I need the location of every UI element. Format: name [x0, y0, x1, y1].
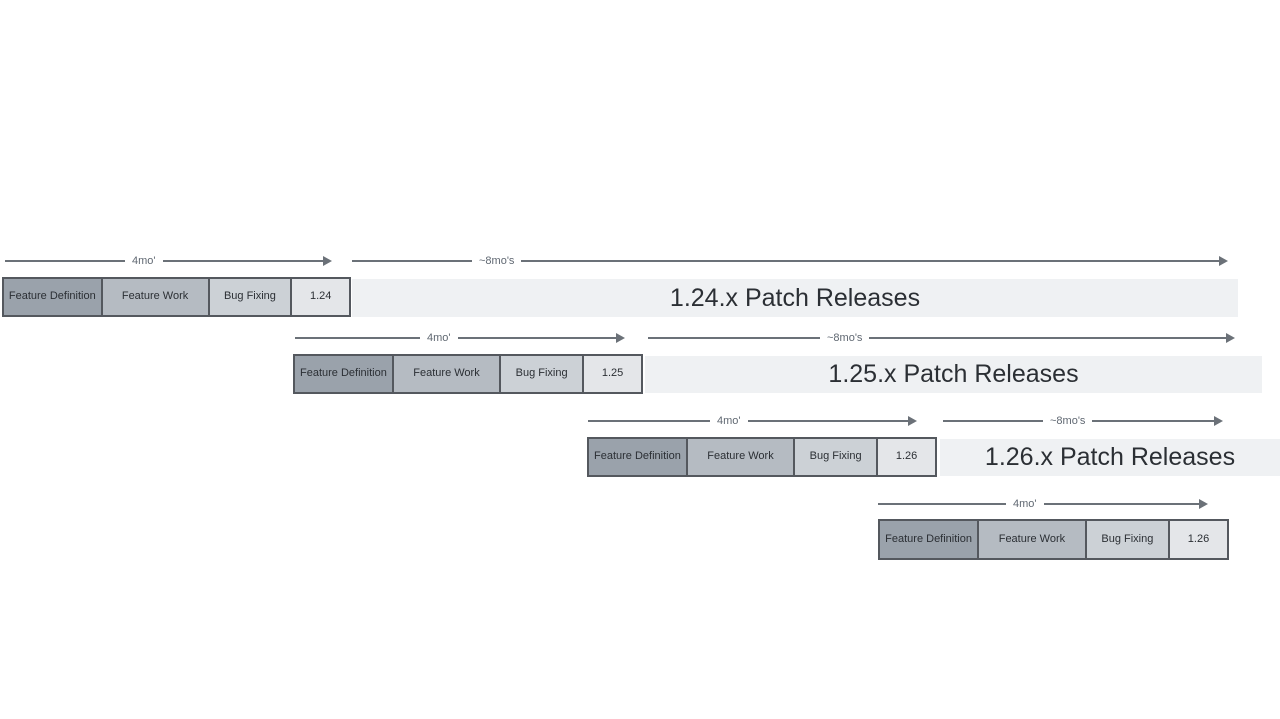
arrow-line: [521, 260, 1219, 262]
arrowhead-icon: [323, 256, 332, 266]
phase-feature-work: Feature Work: [391, 356, 500, 392]
phase-feature-definition: Feature Definition: [880, 521, 978, 558]
arrow-line: [352, 260, 472, 262]
patch-release-bar: 1.25.x Patch Releases: [645, 356, 1262, 393]
phase-feature-definition: Feature Definition: [4, 279, 101, 315]
patch-release-label: 1.26.x Patch Releases: [984, 443, 1236, 471]
phase-label: Bug Fixing: [1101, 532, 1154, 545]
phase-label: Feature Definition: [300, 367, 387, 380]
arrow-line: [943, 420, 1043, 422]
patch-duration-label: ~8mo's: [827, 332, 863, 344]
phase-label: Feature Definition: [885, 532, 972, 545]
phase-bug-fixing: Bug Fixing: [1084, 521, 1168, 558]
arrowhead-icon: [1226, 333, 1235, 343]
dev-duration-label: 4mo': [1013, 498, 1037, 510]
phase-label: Bug Fixing: [809, 450, 862, 463]
arrow-line: [457, 337, 616, 339]
patch-duration-arrow: ~8mo's: [648, 331, 1235, 345]
version-box: 1.26: [876, 439, 935, 475]
phase-label: Feature Work: [998, 532, 1066, 545]
arrow-line: [295, 337, 420, 339]
patch-release-label: 1.25.x Patch Releases: [828, 360, 1079, 388]
version-label: 1.26: [895, 450, 918, 463]
phase-feature-definition: Feature Definition: [589, 439, 686, 475]
phase-label: Feature Work: [707, 450, 774, 463]
arrow-line: [588, 420, 710, 422]
arrowhead-icon: [908, 416, 917, 426]
phase-feature-definition: Feature Definition: [295, 356, 392, 392]
dev-duration-arrow: 4mo': [588, 414, 917, 428]
phase-label: Bug Fixing: [223, 290, 276, 303]
version-box: 1.24: [290, 279, 349, 315]
arrow-line: [162, 260, 323, 262]
arrowhead-icon: [616, 333, 625, 343]
phase-bug-fixing: Bug Fixing: [793, 439, 877, 475]
phase-feature-work: Feature Work: [977, 521, 1085, 558]
dev-duration-arrow: 4mo': [5, 254, 332, 268]
phase-feature-work: Feature Work: [685, 439, 794, 475]
phase-label: Bug Fixing: [515, 367, 568, 380]
arrow-line: [747, 420, 908, 422]
phase-bug-fixing: Bug Fixing: [499, 356, 583, 392]
version-box: 1.26: [1167, 521, 1227, 558]
phase-label: Feature Definition: [594, 450, 681, 463]
arrow-line: [1043, 503, 1199, 505]
phase-bug-fixing: Bug Fixing: [207, 279, 291, 315]
version-label: 1.24: [309, 290, 332, 303]
dev-duration-label: 4mo': [132, 255, 156, 267]
arrow-line: [648, 337, 820, 339]
version-label: 1.25: [601, 367, 624, 380]
patch-release-label: 1.24.x Patch Releases: [669, 283, 921, 312]
version-box: 1.25: [582, 356, 641, 392]
phase-label: Feature Work: [121, 290, 189, 303]
arrow-line: [1092, 420, 1214, 422]
arrowhead-icon: [1199, 499, 1208, 509]
phase-feature-work: Feature Work: [100, 279, 208, 315]
arrow-line: [878, 503, 1006, 505]
patch-release-bar: 1.26.x Patch Releases: [940, 439, 1280, 476]
phase-label: Feature Definition: [8, 290, 96, 303]
patch-duration-label: ~8mo's: [479, 255, 515, 267]
patch-duration-arrow: ~8mo's: [943, 414, 1223, 428]
dev-duration-arrow: 4mo': [295, 331, 625, 345]
arrow-line: [5, 260, 125, 262]
dev-phase-bar: Feature Definition Feature Work Bug Fixi…: [587, 437, 937, 477]
arrowhead-icon: [1219, 256, 1228, 266]
version-label: 1.26: [1187, 532, 1210, 545]
dev-phase-bar: Feature Definition Feature Work Bug Fixi…: [878, 519, 1229, 560]
arrowhead-icon: [1214, 416, 1223, 426]
patch-duration-arrow: ~8mo's: [352, 254, 1228, 268]
patch-release-bar: 1.24.x Patch Releases: [352, 279, 1238, 317]
dev-duration-arrow: 4mo': [878, 497, 1208, 511]
dev-duration-label: 4mo': [427, 332, 451, 344]
dev-phase-bar: Feature Definition Feature Work Bug Fixi…: [293, 354, 643, 394]
phase-label: Feature Work: [413, 367, 480, 380]
arrow-line: [869, 337, 1226, 339]
dev-phase-bar: Feature Definition Feature Work Bug Fixi…: [2, 277, 351, 317]
dev-duration-label: 4mo': [717, 415, 741, 427]
patch-duration-label: ~8mo's: [1050, 415, 1086, 427]
